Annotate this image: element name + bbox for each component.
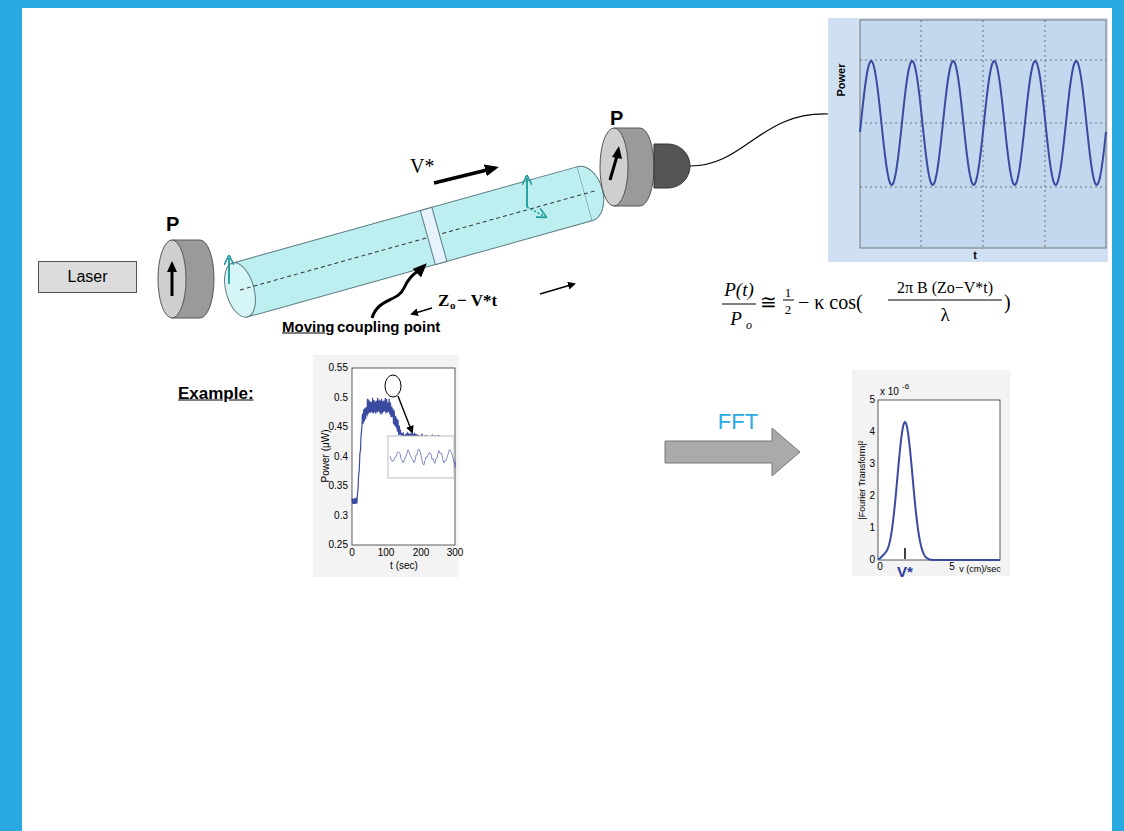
tick-label: 4 — [869, 427, 875, 437]
formula: o — [746, 319, 752, 331]
axis-title: |Fourier Transform|² — [858, 440, 867, 519]
tick-label: 100 — [378, 548, 395, 558]
formula: 1 — [785, 286, 792, 299]
tick-label: 0 — [349, 548, 355, 558]
tick-label: 2 — [869, 491, 875, 501]
velocity-label: V* — [410, 156, 434, 176]
polarizer-label: P — [166, 214, 179, 234]
tick-label: 0.4 — [334, 452, 348, 462]
axis-title: t (sec) — [390, 561, 418, 571]
tick-label: 3 — [869, 459, 875, 469]
polarizer-label: P — [610, 108, 623, 128]
process-label: FFT — [718, 411, 758, 433]
tick-label: 200 — [413, 548, 430, 558]
distance-label: − V*t — [457, 292, 497, 309]
polarizer-right — [600, 128, 654, 206]
tick-label: 0 — [869, 555, 875, 565]
exponent-label: x 10 — [880, 387, 899, 397]
axis-title: Power — [836, 63, 847, 96]
formula: ) — [1004, 292, 1011, 312]
tick-label: 0.25 — [329, 540, 348, 550]
velocity-label: V* — [897, 564, 913, 579]
tick-label: 5 — [949, 562, 955, 572]
tick-label: 1 — [869, 523, 875, 533]
exponent-label: -6 — [902, 383, 909, 391]
detector — [654, 144, 690, 188]
tick-label: 5 — [869, 395, 875, 405]
section-heading: Example: — [178, 385, 254, 402]
tick-label: 0 — [877, 562, 883, 572]
formula: − κ cos( — [798, 292, 863, 312]
source-box: Laser — [38, 261, 137, 293]
formula: 2 — [785, 303, 792, 316]
formula: P(t) — [724, 280, 754, 299]
formula: 2π B (Zo−V*t) — [897, 280, 993, 296]
polarizer-left — [158, 240, 214, 318]
caption-text: coupling point — [337, 319, 440, 334]
formula: P — [730, 309, 742, 328]
tick-label: 0.55 — [329, 363, 348, 373]
axis-title: t — [973, 250, 977, 261]
fiber-tube — [219, 162, 610, 321]
caption-text: Moving — [282, 319, 335, 334]
axis-title: v (cm)/sec — [959, 565, 1001, 574]
formula: λ — [940, 305, 949, 324]
box-label: Laser — [67, 268, 107, 286]
tick-label: 0.3 — [334, 511, 348, 521]
tick-label: 0.5 — [334, 393, 348, 403]
tick-label: 0.45 — [329, 422, 348, 432]
formula: ≅ — [760, 292, 777, 312]
axis-title: Power (μW) — [321, 430, 331, 483]
tick-label: 300 — [447, 548, 464, 558]
tick-label: 0.35 — [329, 481, 348, 491]
distance-label: o — [450, 300, 456, 311]
distance-label: Z — [438, 292, 449, 309]
